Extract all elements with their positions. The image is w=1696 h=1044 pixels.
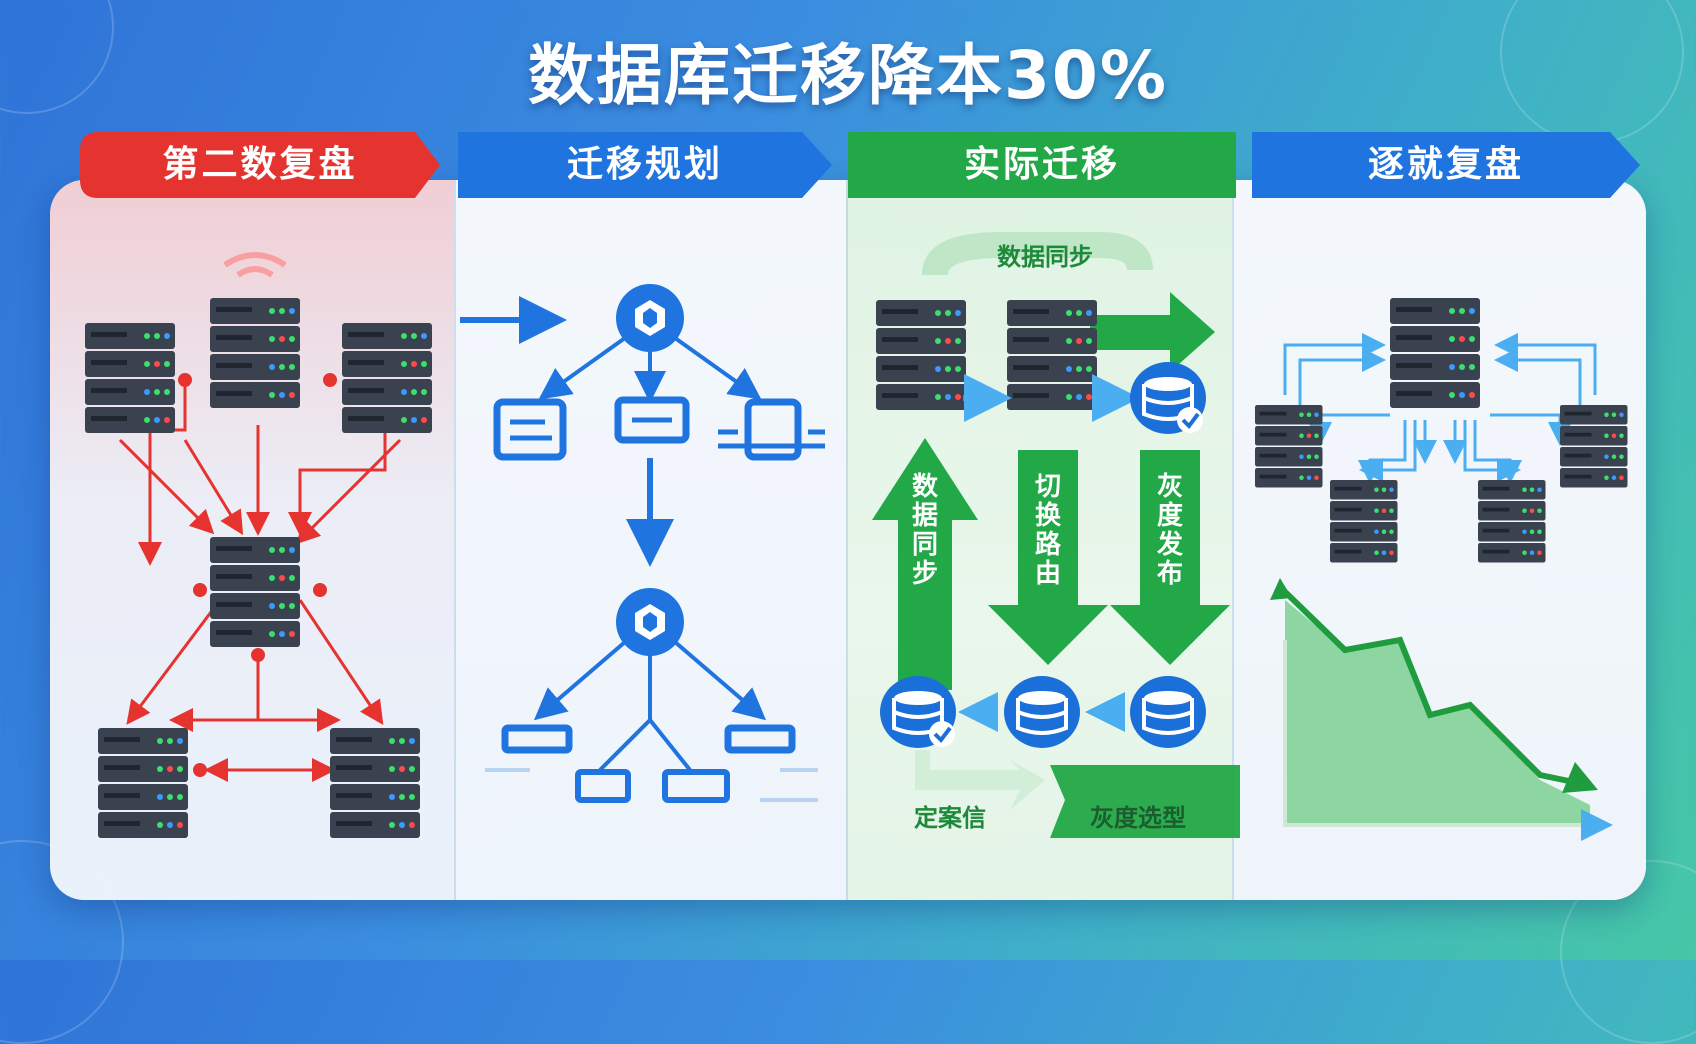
server-rack-icon — [1330, 480, 1398, 563]
vertical-char: 换 — [1035, 501, 1062, 531]
tab-label: 实际迁移 — [963, 144, 1120, 185]
server-rack-icon — [876, 300, 966, 410]
tab-arrow-shape — [1252, 132, 1640, 198]
divider — [846, 180, 848, 900]
tab-shape — [848, 132, 1236, 198]
bottom-left-label: 定案信 — [914, 804, 986, 832]
vertical-char: 灰 — [1157, 472, 1183, 502]
hexagon-node-icon — [616, 284, 684, 352]
planning-tree — [460, 284, 825, 803]
server-rack-icon — [85, 323, 175, 433]
server-rack-icon — [330, 728, 420, 838]
vertical-char: 布 — [1157, 559, 1183, 589]
vertical-char: 切 — [1035, 472, 1061, 502]
database-cylinder-icon — [1002, 674, 1082, 750]
tab-arrow-shape — [458, 132, 832, 198]
page-title: 数据库迁移降本30% — [528, 37, 1168, 114]
server-rack-icon — [1390, 298, 1480, 408]
migration-flow: 数据同步 数 据 同 步 切 换 路 由 灰 度 发 布 — [872, 232, 1240, 838]
hexagon-node-icon — [616, 588, 684, 656]
server-rack-icon — [98, 728, 188, 838]
server-rack-icon — [210, 298, 300, 408]
tab-arrow-shape — [80, 132, 440, 198]
tab-stage-2: 迁移规划 — [458, 132, 832, 198]
server-rack-icon — [342, 323, 432, 433]
database-cylinder-icon — [1128, 674, 1208, 750]
down-arrow-icon — [1110, 450, 1230, 665]
vertical-char: 同 — [912, 530, 938, 560]
review-result — [1255, 298, 1628, 841]
downward-trend-chart-icon — [1270, 578, 1613, 841]
vertical-char: 路 — [1035, 529, 1062, 560]
tab-stage-4: 逐就复盘 — [1252, 132, 1640, 198]
server-rack-icon — [1255, 405, 1323, 488]
divider — [454, 180, 456, 900]
vertical-char: 步 — [912, 558, 938, 589]
tab-stage-3: 实际迁移 — [848, 132, 1236, 198]
server-rack-icon — [1560, 405, 1628, 488]
vertical-char: 发 — [1156, 529, 1183, 560]
vertical-char: 由 — [1035, 559, 1061, 589]
server-rack-icon — [210, 537, 300, 647]
up-arrow-icon — [872, 438, 978, 690]
sync-top-label: 数据同步 — [997, 243, 1093, 271]
review-server-network — [85, 252, 432, 838]
tab-label: 第二数复盘 — [162, 144, 358, 185]
tab-stage-1: 第二数复盘 — [80, 132, 440, 198]
bottom-right-label: 灰度选型 — [1090, 804, 1186, 832]
divider — [1232, 180, 1234, 900]
process-diagram: 数据同步 数 据 同 步 切 换 路 由 灰 度 发 布 — [85, 232, 1628, 841]
vertical-char: 数 — [912, 472, 939, 502]
tab-label: 迁移规划 — [566, 144, 723, 185]
server-rack-icon — [1007, 300, 1097, 410]
vertical-char: 度 — [1157, 500, 1183, 531]
down-arrow-icon — [988, 450, 1108, 665]
tab-label: 逐就复盘 — [1367, 144, 1524, 185]
forward-arrow-icon — [1090, 292, 1215, 372]
server-rack-icon — [1478, 480, 1546, 563]
vertical-char: 据 — [912, 501, 938, 531]
